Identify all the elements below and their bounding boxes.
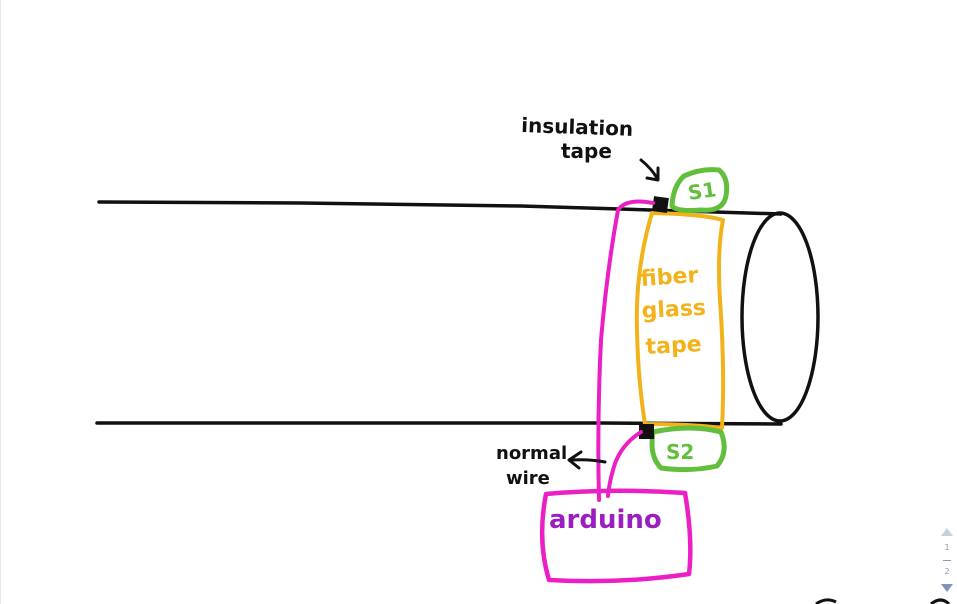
arduino-board: arduino	[539, 488, 693, 584]
pipe-top-edge	[97, 200, 783, 216]
sensor-s1: S1	[669, 167, 730, 213]
pipe-end-opening	[740, 211, 820, 423]
insulation-tape-marker-bottom	[639, 424, 654, 439]
total-pages-number: 2	[944, 567, 950, 577]
pipe	[95, 200, 820, 426]
sensor-s1-label: S1	[686, 177, 717, 205]
normal-wire-label-line1: normal	[496, 443, 567, 464]
current-page-number: 1	[944, 542, 950, 552]
insulation-tape-marker-top	[651, 196, 669, 214]
next-page-arrow-icon[interactable]	[941, 584, 953, 592]
insulation-arrow	[639, 158, 660, 182]
sensor-s2-label: S2	[666, 440, 694, 464]
sensor-s2: S2	[649, 425, 727, 473]
fiberglass-label-line3: tape	[645, 332, 702, 360]
normal-wire-annotation: normal wire	[496, 443, 607, 489]
insulation-label-line1: insulation	[521, 113, 634, 141]
fiberglass-label-line2: glass	[641, 296, 707, 324]
fiberglass-tape: fiber glass tape	[634, 211, 726, 430]
stray-ink-mark	[815, 598, 951, 604]
sensor-s1-outline	[669, 167, 730, 213]
arduino-box-outline	[539, 488, 693, 584]
normal-wire-arrow	[567, 450, 607, 470]
wire-s1	[596, 199, 655, 502]
fiberglass-tape-outline	[634, 211, 726, 430]
previous-page-arrow-icon[interactable]	[941, 528, 953, 536]
normal-wire-label-line2: wire	[506, 468, 550, 489]
fiberglass-label-line1: fiber	[640, 263, 700, 292]
insulation-annotation: insulation tape	[521, 113, 660, 182]
page-separator	[943, 559, 951, 561]
sensor-s2-outline	[649, 425, 727, 473]
arduino-label: arduino	[549, 505, 662, 535]
wire-s2	[606, 430, 643, 498]
insulation-label-line2: tape	[561, 139, 612, 163]
page-navigator: 1 2	[937, 528, 957, 592]
